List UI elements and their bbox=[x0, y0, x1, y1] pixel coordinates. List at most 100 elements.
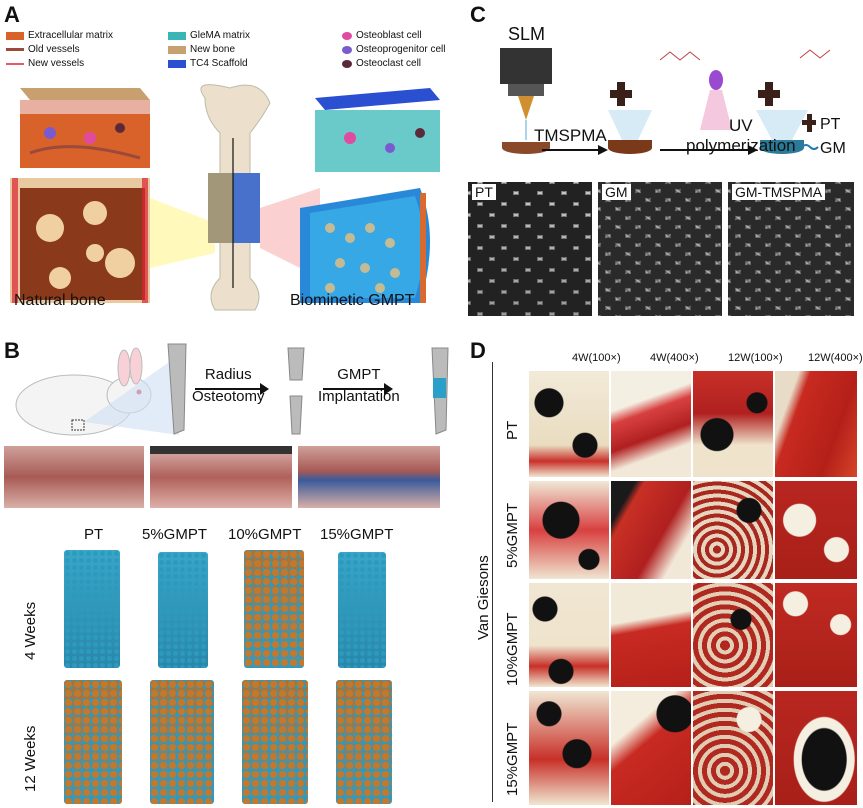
gmpt-zoom-icon bbox=[315, 88, 440, 172]
femur-bone-icon bbox=[200, 84, 271, 311]
radius-osteotomy-icon bbox=[287, 347, 305, 435]
col-12w-400x: 12W(400×) bbox=[808, 352, 863, 364]
col-12w-100x: 12W(100×) bbox=[728, 352, 783, 364]
histo-pt-4w100 bbox=[528, 370, 610, 478]
step-tmspma: TMSPMA bbox=[534, 126, 607, 145]
legend-item-osteoblast: Osteoblast cell bbox=[342, 30, 422, 41]
legend-item-new-bone: New bone bbox=[168, 44, 235, 55]
histo-5gmpt-4w100 bbox=[528, 480, 610, 580]
col-4w-100x: 4W(100×) bbox=[572, 352, 621, 364]
pt-disc-icon bbox=[608, 82, 652, 154]
row-4-weeks: 4 Weeks bbox=[22, 601, 39, 660]
step-gmpt-implantation: GMPT Implantation bbox=[318, 366, 400, 405]
legend-gm-icon bbox=[801, 144, 819, 150]
step-radius-osteotomy: Radius Osteotomy bbox=[192, 366, 265, 405]
scaffold-10gmpt-4w bbox=[244, 550, 304, 668]
tc4-swatch bbox=[168, 59, 186, 68]
sem-image-gm-tmspma: GM-TMSPMA bbox=[728, 182, 854, 316]
histo-pt-4w400 bbox=[610, 370, 692, 478]
legend-item-old-vessels: Old vessels bbox=[6, 44, 80, 55]
legend-gm: GM bbox=[820, 140, 846, 157]
row-d-15gmpt: 15%GMPT bbox=[504, 722, 521, 796]
histo-pt-12w400 bbox=[774, 370, 858, 478]
scaffold-5gmpt-4w bbox=[158, 552, 208, 668]
col-10gmpt: 10%GMPT bbox=[228, 526, 302, 543]
panel-d-col-headers: 4W(100×) 4W(400×) 12W(100×) 12W(400×) bbox=[572, 352, 863, 368]
step-uv-polymerization: UV polymerization bbox=[686, 116, 796, 155]
row-d-10gmpt: 10%GMPT bbox=[504, 612, 521, 686]
row-d-5gmpt: 5%GMPT bbox=[504, 502, 521, 568]
panel-c-process bbox=[500, 48, 831, 155]
histo-10gmpt-4w400 bbox=[610, 582, 692, 688]
sem-label-pt: PT bbox=[472, 184, 496, 200]
histo-15gmpt-4w400 bbox=[610, 690, 692, 806]
col-4w-400x: 4W(400×) bbox=[650, 352, 699, 364]
scaffold-pt-4w bbox=[64, 550, 120, 668]
caption-biominetic-gmpt: Biominetic GMPT bbox=[290, 292, 415, 309]
legend-item-osteoclast: Osteoclast cell bbox=[342, 58, 421, 69]
legend-item-glema: GleMA matrix bbox=[168, 30, 250, 41]
scaffold-15gmpt-12w bbox=[336, 680, 392, 804]
scaffold-10gmpt-12w bbox=[242, 680, 308, 804]
row-d-pt: PT bbox=[504, 420, 521, 440]
osteoclast-swatch bbox=[342, 59, 352, 68]
new-bone-swatch bbox=[168, 45, 186, 54]
histo-5gmpt-12w100 bbox=[692, 480, 774, 580]
sem-image-pt: PT bbox=[468, 182, 592, 316]
arrow-osteotomy bbox=[195, 383, 269, 395]
panel-d-label: D bbox=[470, 338, 486, 363]
natural-bone-zoom-icon bbox=[20, 88, 150, 168]
histo-10gmpt-12w400 bbox=[774, 582, 858, 688]
panel-b-label: B bbox=[4, 338, 20, 363]
histo-pt-12w100 bbox=[692, 370, 774, 478]
osteoblast-swatch bbox=[342, 31, 352, 40]
panel-a-label: A bbox=[4, 2, 20, 27]
panel-a-illustration bbox=[10, 84, 440, 311]
col-5gmpt: 5%GMPT bbox=[142, 526, 208, 543]
histo-5gmpt-12w400 bbox=[774, 480, 858, 580]
histo-15gmpt-12w400 bbox=[774, 690, 858, 806]
legend-pt-icon bbox=[802, 114, 816, 132]
gmpt-block-icon bbox=[300, 188, 430, 303]
histo-15gmpt-4w100 bbox=[528, 690, 610, 806]
caption-natural-bone: Natural bone bbox=[14, 292, 106, 309]
slm-printer-icon bbox=[500, 48, 552, 154]
arrow-implantation bbox=[323, 383, 393, 395]
ecm-swatch bbox=[6, 31, 24, 40]
side-van-giesons: Van Giesons bbox=[475, 555, 492, 640]
surgery-photo-3 bbox=[298, 446, 440, 508]
histo-10gmpt-4w100 bbox=[528, 582, 610, 688]
legend-item-ecm: Extracellular matrix bbox=[6, 30, 113, 41]
glema-swatch bbox=[168, 31, 186, 40]
radius-intact-icon bbox=[167, 343, 187, 435]
panel-a-legend: Extracellular matrix Old vessels New ves… bbox=[6, 30, 526, 78]
col-pt: PT bbox=[84, 526, 104, 543]
scaffold-15gmpt-4w bbox=[338, 552, 386, 668]
legend-pt: PT bbox=[820, 116, 841, 133]
new-vessels-swatch bbox=[6, 62, 24, 65]
histo-10gmpt-12w100 bbox=[692, 582, 774, 688]
old-vessels-swatch bbox=[6, 48, 24, 51]
slm-label: SLM bbox=[508, 24, 546, 44]
surgery-photo-2 bbox=[150, 446, 292, 508]
gm-coated-disc-icon bbox=[756, 82, 808, 154]
legend-item-osteoprogenitor: Osteoprogenitor cell bbox=[342, 44, 446, 55]
rabbit-illustration bbox=[15, 347, 179, 436]
legend-item-tc4: TC4 Scaffold bbox=[168, 58, 248, 69]
surgery-photo-1 bbox=[4, 446, 144, 508]
radius-bones bbox=[167, 343, 449, 435]
histo-15gmpt-12w100 bbox=[692, 690, 774, 806]
panel-c-label: C bbox=[470, 2, 486, 27]
radius-implant-icon bbox=[431, 347, 449, 435]
osteoprogenitor-swatch bbox=[342, 45, 352, 54]
col-15gmpt: 15%GMPT bbox=[320, 526, 394, 543]
row-12-weeks: 12 Weeks bbox=[22, 725, 39, 792]
legend-item-new-vessels: New vessels bbox=[6, 58, 84, 69]
van-giesons-divider bbox=[492, 362, 493, 802]
molecule-icon bbox=[659, 49, 831, 61]
histo-5gmpt-4w400 bbox=[610, 480, 692, 580]
sem-label-gm-tmspma: GM-TMSPMA bbox=[732, 184, 826, 200]
uv-lamp-icon bbox=[700, 70, 732, 130]
scaffold-pt-12w bbox=[64, 680, 122, 804]
scaffold-5gmpt-12w bbox=[150, 680, 214, 804]
